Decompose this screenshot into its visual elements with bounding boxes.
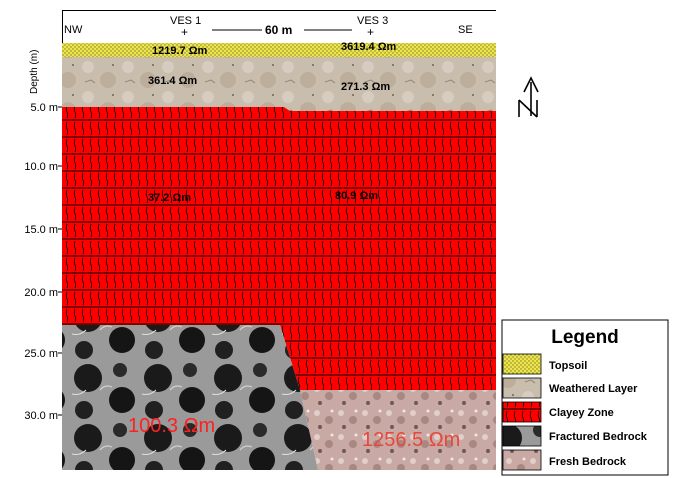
legend-swatch-clayey [502, 401, 542, 423]
legend-label-topsoil: Topsoil [549, 360, 587, 372]
legend: Legend Topsoil Weathered Layer Clayey Zo… [501, 319, 669, 476]
header-top-line [62, 10, 496, 11]
legend-swatch-weathered [502, 377, 542, 399]
ves1-label: VES 1 [170, 15, 201, 27]
ves3-marker: + [367, 25, 374, 39]
ves1-marker: + [181, 25, 188, 39]
fresh-bedrock [300, 390, 496, 470]
legend-label-weathered: Weathered Layer [549, 383, 638, 395]
distance-label: 60 m [265, 23, 292, 37]
legend-swatch-fractured [502, 425, 542, 447]
tick-label: 10.0 m [24, 161, 58, 173]
fractured-bedrock [62, 325, 318, 470]
direction-se: SE [458, 24, 473, 36]
topsoil-layer [62, 43, 496, 57]
legend-title: Legend [551, 327, 619, 348]
legend-label-fractured: Fractured Bedrock [549, 431, 648, 443]
weathered-left-resistivity: 361.4 Ωm [148, 75, 197, 87]
north-arrow-icon [518, 76, 539, 118]
tick-label: 20.0 m [24, 287, 58, 299]
legend-label-clayey: Clayey Zone [549, 407, 614, 419]
topsoil-left-resistivity: 1219.7 Ωm [152, 45, 208, 57]
clay-left-resistivity: 37.2 Ωm [148, 192, 191, 204]
tick-label: 30.0 m [24, 410, 58, 422]
direction-nw: NW [64, 24, 83, 36]
weathered-layer [62, 57, 496, 111]
legend-swatch-topsoil [502, 353, 542, 375]
clay-right-resistivity: 80.9 Ωm [335, 190, 378, 202]
weathered-right-resistivity: 271.3 Ωm [341, 81, 390, 93]
fractured-resistivity: 100.3 Ωm [128, 415, 215, 437]
tick-label: 5.0 m [30, 102, 58, 114]
tick-label: 15.0 m [24, 224, 58, 236]
depth-axis-title: Depth (m) [29, 50, 40, 94]
legend-label-fresh: Fresh Bedrock [549, 456, 627, 468]
fresh-resistivity: 1256.5 Ωm [362, 429, 460, 451]
clayey-zone [62, 107, 496, 390]
topsoil-right-resistivity: 3619.4 Ωm [341, 41, 397, 53]
legend-swatch-fresh [502, 449, 542, 471]
ves3-label: VES 3 [357, 15, 388, 27]
tick-label: 25.0 m [24, 348, 58, 360]
depth-axis-ticks: 5.0 m 10.0 m 15.0 m 20.0 m 25.0 m 30.0 m [24, 102, 62, 422]
